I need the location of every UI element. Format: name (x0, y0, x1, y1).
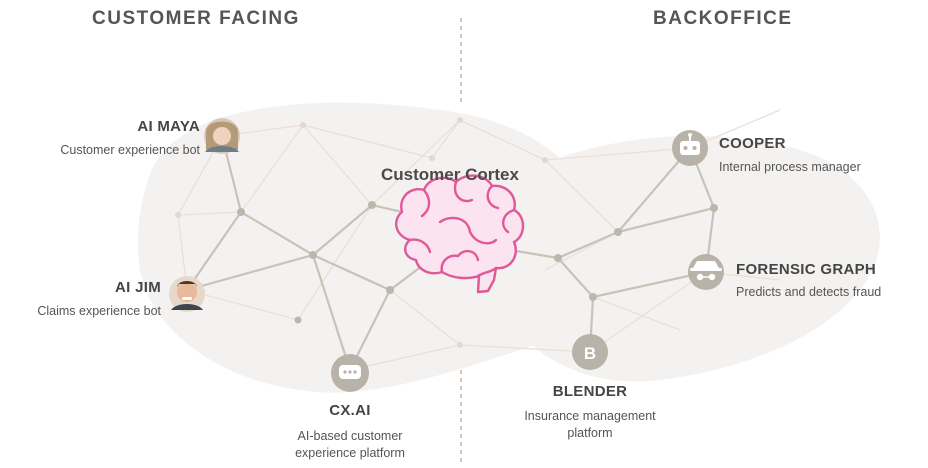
section-header-customer-facing: CUSTOMER FACING (92, 8, 300, 29)
cx-ai-desc-line2: experience platform (295, 446, 405, 460)
spy-icon (688, 254, 724, 290)
blender-name: BLENDER (552, 383, 628, 400)
robot-icon (672, 130, 708, 166)
customer-cortex-title: Customer Cortex (381, 165, 519, 184)
cx-ai-name: CX.AI (329, 402, 371, 419)
ai-jim-desc: Claims experience bot (37, 304, 161, 318)
blender-desc-line1: Insurance management (524, 409, 656, 423)
blender-desc-line2: platform (567, 426, 613, 440)
avatar-ai-maya (204, 118, 240, 154)
svg-text:B: B (584, 344, 596, 363)
avatar-ai-jim (169, 276, 205, 312)
background-blob-right (486, 135, 880, 382)
cooper-name: COOPER (719, 135, 786, 152)
cooper-desc: Internal process manager (719, 160, 861, 174)
chat-bubble-icon (331, 354, 369, 392)
ai-maya-desc: Customer experience bot (60, 143, 200, 157)
cx-ai-desc-line1: AI-based customer (297, 429, 403, 443)
network-lines (186, 135, 716, 371)
forensic-graph-desc: Predicts and detects fraud (736, 285, 882, 299)
ai-maya-name: AI MAYA (137, 118, 200, 135)
ai-jim-name: AI JIM (115, 279, 161, 296)
network-nodes (175, 117, 718, 348)
section-header-backoffice: BACKOFFICE (653, 8, 793, 29)
blender-b-icon: B (572, 334, 608, 370)
brain-icon (394, 174, 525, 294)
background-blob-left (138, 102, 615, 393)
forensic-graph-name: FORENSIC GRAPH (736, 261, 877, 278)
